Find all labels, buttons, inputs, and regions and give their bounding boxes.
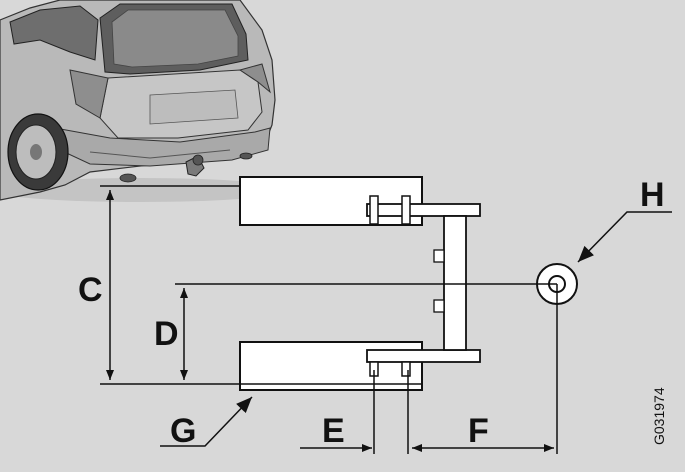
car-illustration xyxy=(0,0,290,202)
figure-code: G031974 xyxy=(651,387,667,445)
label-g: G xyxy=(170,412,196,450)
label-c: C xyxy=(78,271,103,309)
label-d: D xyxy=(154,315,179,353)
upper-bracket xyxy=(366,195,481,225)
label-f: F xyxy=(468,412,489,450)
leader-g-line xyxy=(160,396,253,447)
label-h: H xyxy=(640,176,665,214)
upper-beam xyxy=(239,176,423,226)
label-e: E xyxy=(322,412,345,450)
lower-bracket xyxy=(366,349,481,377)
leader-h-line xyxy=(577,211,672,263)
reference-lines xyxy=(100,185,558,454)
towbar-vertical-bar xyxy=(443,215,467,351)
